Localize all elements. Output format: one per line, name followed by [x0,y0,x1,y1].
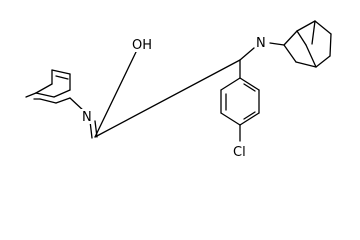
bond [295,61,317,68]
bond [243,111,256,120]
bond [311,20,316,45]
chlorine-label: Cl [233,145,246,160]
bond [283,30,298,46]
bond [239,47,255,61]
bond [243,83,256,92]
bond [315,55,331,68]
bond [94,59,241,138]
bond [55,97,71,104]
phenyl-ring-left [25,69,71,104]
bond [305,44,317,68]
central-chain [69,47,255,139]
chemical-structure-diagram: OH N N Cl [25,20,332,160]
atom-labels: OH N N Cl [81,35,269,160]
bond [35,92,55,98]
norbornyl-group [269,20,332,68]
bond [53,89,71,98]
bond [239,112,260,126]
amine-nitrogen-label: N [256,36,266,51]
bond [25,92,37,98]
bond [220,77,241,91]
hydroxyl-label: OH [132,38,152,53]
bond [329,33,332,57]
bond [269,42,285,46]
bond [220,112,241,126]
bond [314,20,332,35]
bond [39,98,57,104]
imine-nitrogen-label: N [82,110,92,125]
bond [283,44,297,63]
bond [296,20,316,32]
bond [55,75,69,80]
chlorophenyl-ring [220,59,260,142]
bond [296,30,307,46]
bond [239,77,260,91]
bond [35,83,53,94]
bond [51,69,71,75]
bond [94,51,137,138]
